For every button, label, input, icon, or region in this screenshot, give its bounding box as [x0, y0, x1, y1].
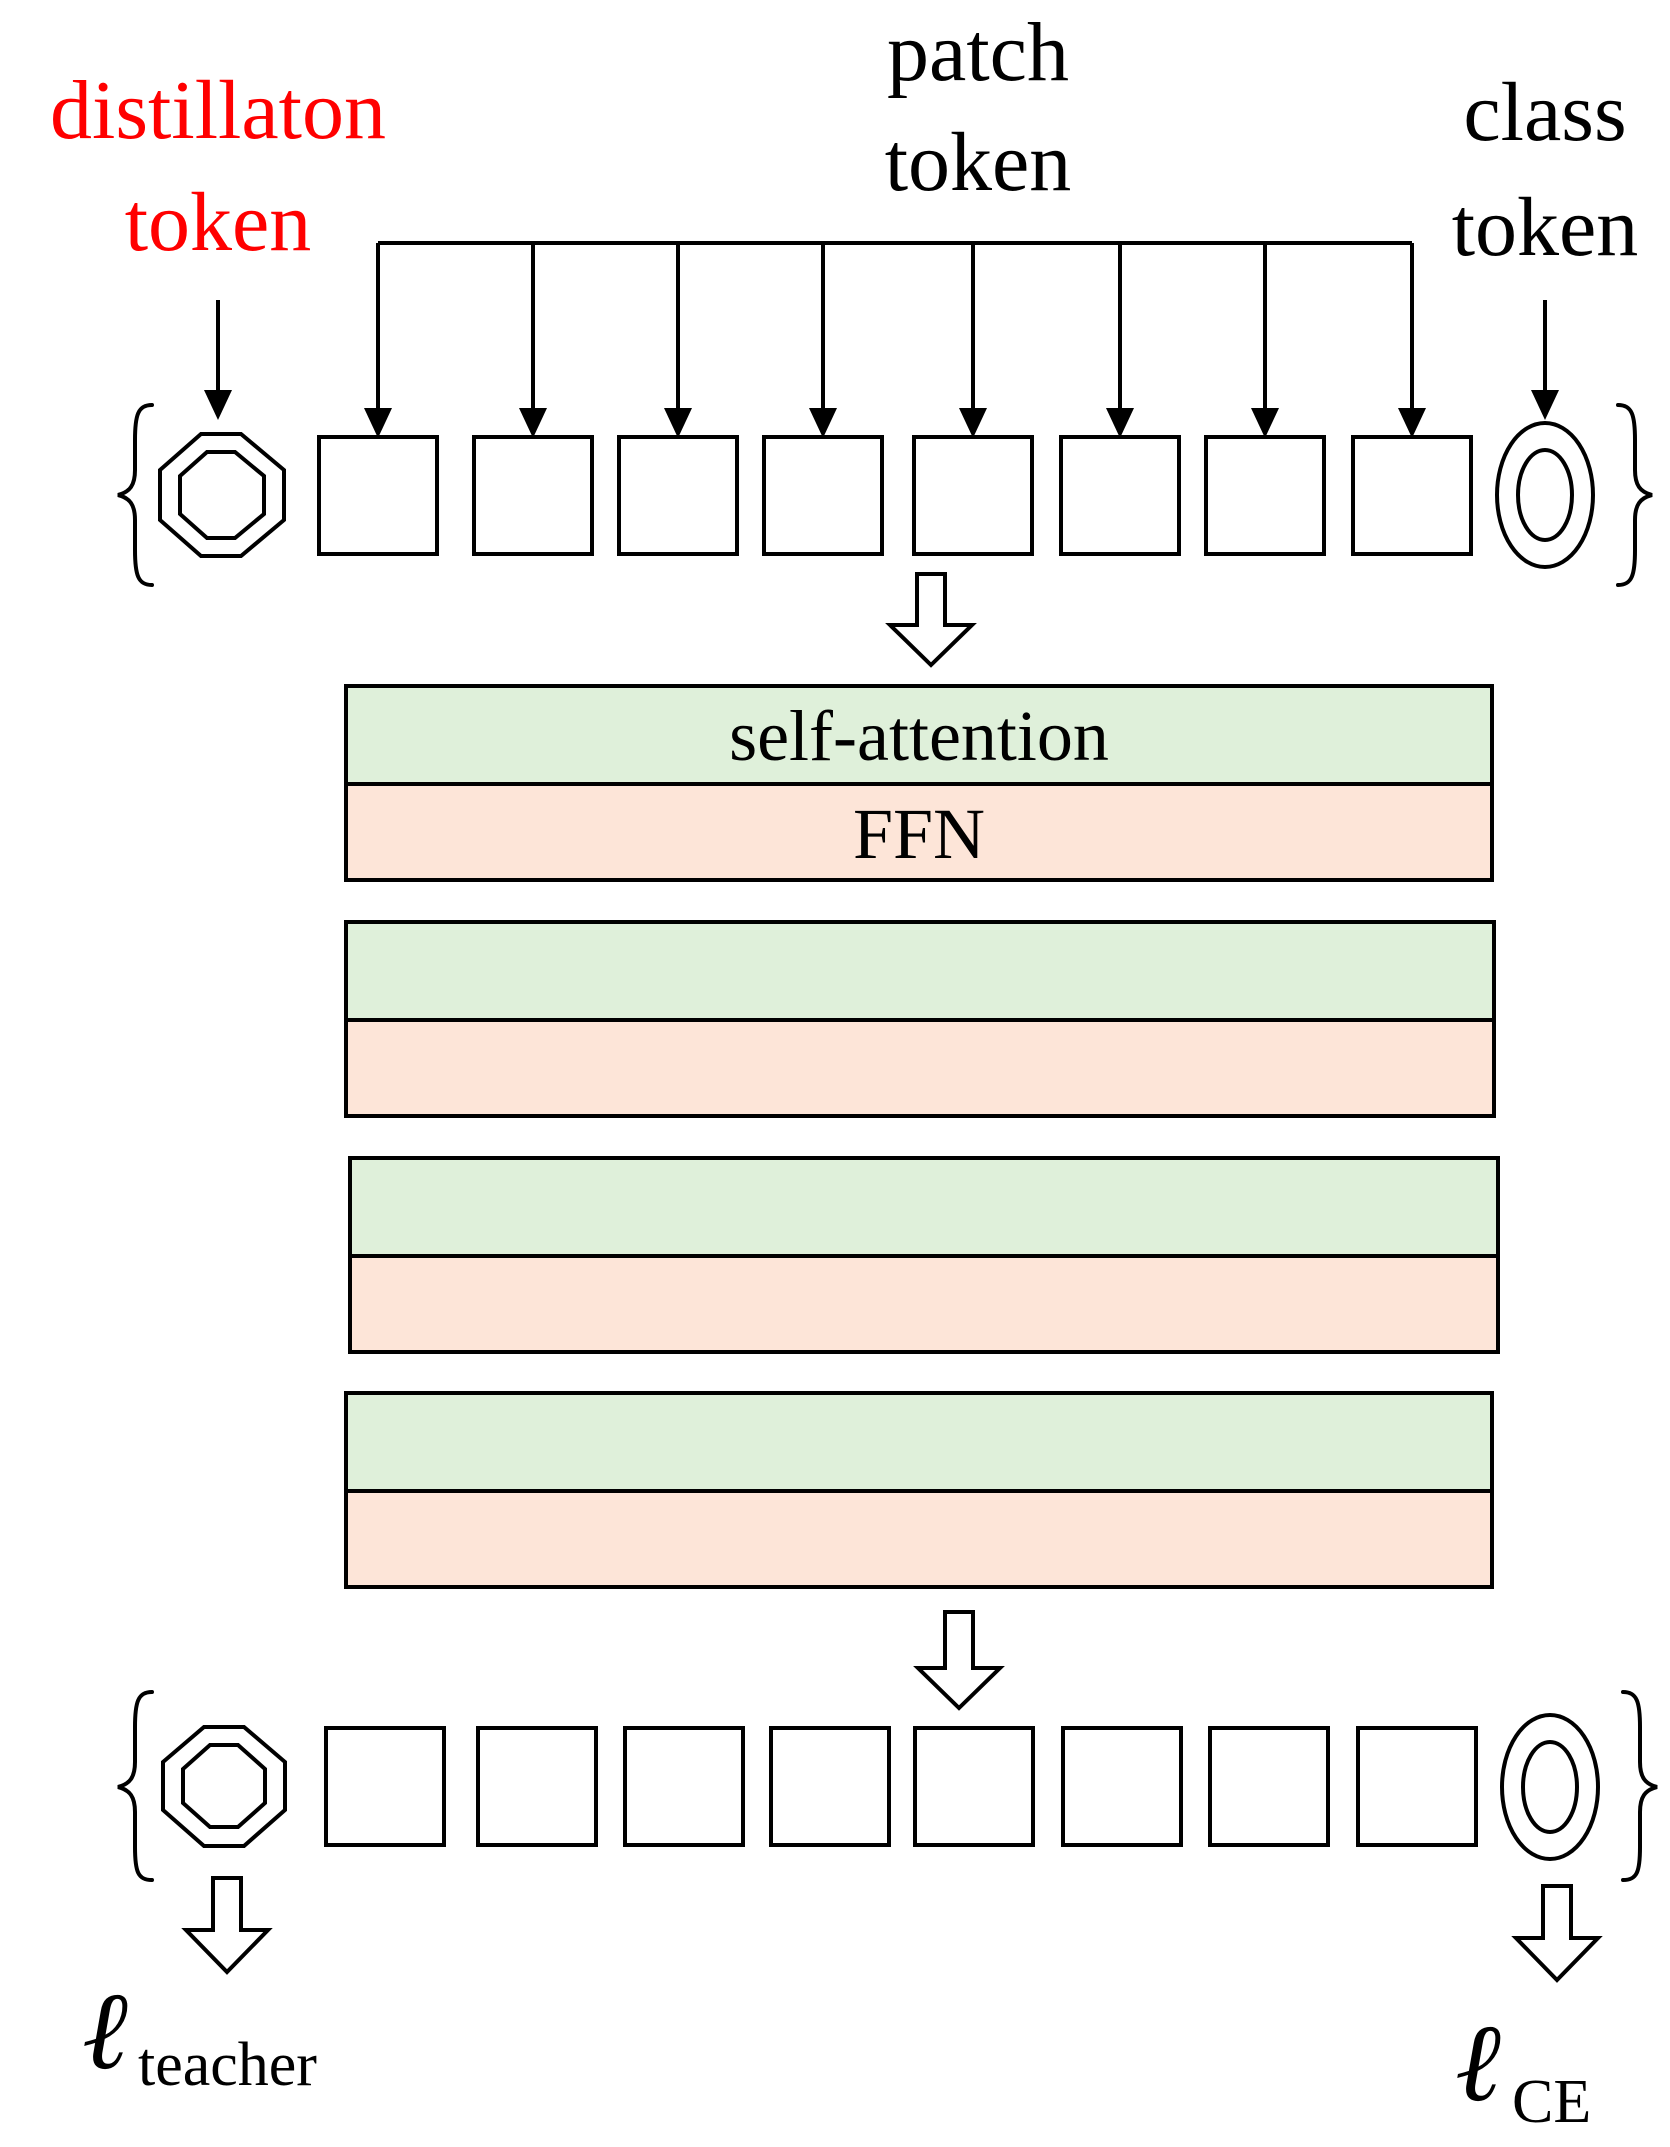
distillation-token-label-line1: distillaton: [50, 64, 386, 157]
class-arrow: [1531, 300, 1559, 420]
ffn-layer: [344, 1018, 1496, 1118]
patch-token-feed-lines: [364, 241, 1426, 438]
distillation-token-label-line2: token: [125, 176, 312, 269]
input-patch-token: [1204, 435, 1326, 556]
patch-feed-arrowhead: [959, 408, 987, 438]
teacher-loss-subscript: teacher: [138, 2031, 317, 2099]
patch-token-label-line1: patch: [887, 6, 1069, 99]
patch-feed-arrowhead: [364, 408, 392, 438]
into-transformer-arrow: [885, 572, 977, 668]
ce-loss-arrow: [1511, 1884, 1603, 1983]
ce-loss-symbol: ℓ: [1455, 1998, 1501, 2126]
output-patch-token: [913, 1726, 1035, 1847]
transformer-block: [344, 920, 1496, 1118]
output-patch-token: [476, 1726, 598, 1847]
patch-token-label-line2: token: [885, 116, 1072, 209]
input-patch-token: [472, 435, 594, 556]
transformer-block: [344, 1391, 1494, 1589]
input-patch-token: [912, 435, 1034, 556]
input-patch-token: [317, 435, 439, 556]
self-attention-layer: [344, 684, 1494, 786]
patch-feed-arrowhead: [664, 408, 692, 438]
out-of-transformer-arrow: [913, 1610, 1005, 1711]
ffn-label: FFN: [853, 794, 985, 874]
input-patch-tokens: [317, 435, 1473, 556]
self-attention-layer: [348, 1156, 1500, 1258]
input-patch-token: [1059, 435, 1181, 556]
patch-feed-arrowhead: [1251, 408, 1279, 438]
teacher-loss-symbol: ℓ: [82, 1966, 128, 2094]
patch-feed-arrowhead: [809, 408, 837, 438]
output-patch-tokens: [324, 1726, 1478, 1847]
ffn-layer: [348, 1254, 1500, 1354]
ce-loss-subscript: CE: [1512, 2068, 1591, 2136]
class-token-label-line1: class: [1463, 66, 1626, 159]
output-left-brace: [117, 1690, 154, 1882]
output-token-row: [117, 1690, 1658, 1882]
transformer-block: [348, 1156, 1500, 1354]
patch-feed-arrowhead: [1106, 408, 1134, 438]
distillation-arrow: [204, 300, 232, 420]
output-patch-token: [1208, 1726, 1330, 1847]
patch-feed-arrowhead: [1398, 408, 1426, 438]
output-patch-token: [1356, 1726, 1478, 1847]
class-token-label-line2: token: [1452, 181, 1639, 274]
self-attention-label: self-attention: [729, 696, 1109, 776]
patch-feed-arrowhead: [519, 408, 547, 438]
ffn-layer: [344, 782, 1494, 882]
output-patch-token: [1061, 1726, 1183, 1847]
self-attention-layer: [344, 920, 1496, 1022]
output-patch-token: [623, 1726, 745, 1847]
input-distillation-token: [158, 432, 286, 558]
input-patch-token: [762, 435, 884, 556]
input-patch-token: [1351, 435, 1473, 556]
input-patch-token: [617, 435, 739, 556]
input-right-brace: [1616, 403, 1653, 587]
input-left-brace: [117, 403, 154, 587]
output-distillation-token: [161, 1725, 287, 1848]
output-patch-token: [769, 1726, 891, 1847]
output-right-brace: [1621, 1690, 1658, 1882]
self-attention-layer: [344, 1391, 1494, 1493]
output-patch-token: [324, 1726, 446, 1847]
ffn-layer: [344, 1489, 1494, 1589]
input-token-row: [117, 403, 1653, 587]
teacher-loss-arrow: [181, 1876, 273, 1975]
input-class-token: [1495, 421, 1595, 569]
output-class-token: [1500, 1713, 1600, 1861]
